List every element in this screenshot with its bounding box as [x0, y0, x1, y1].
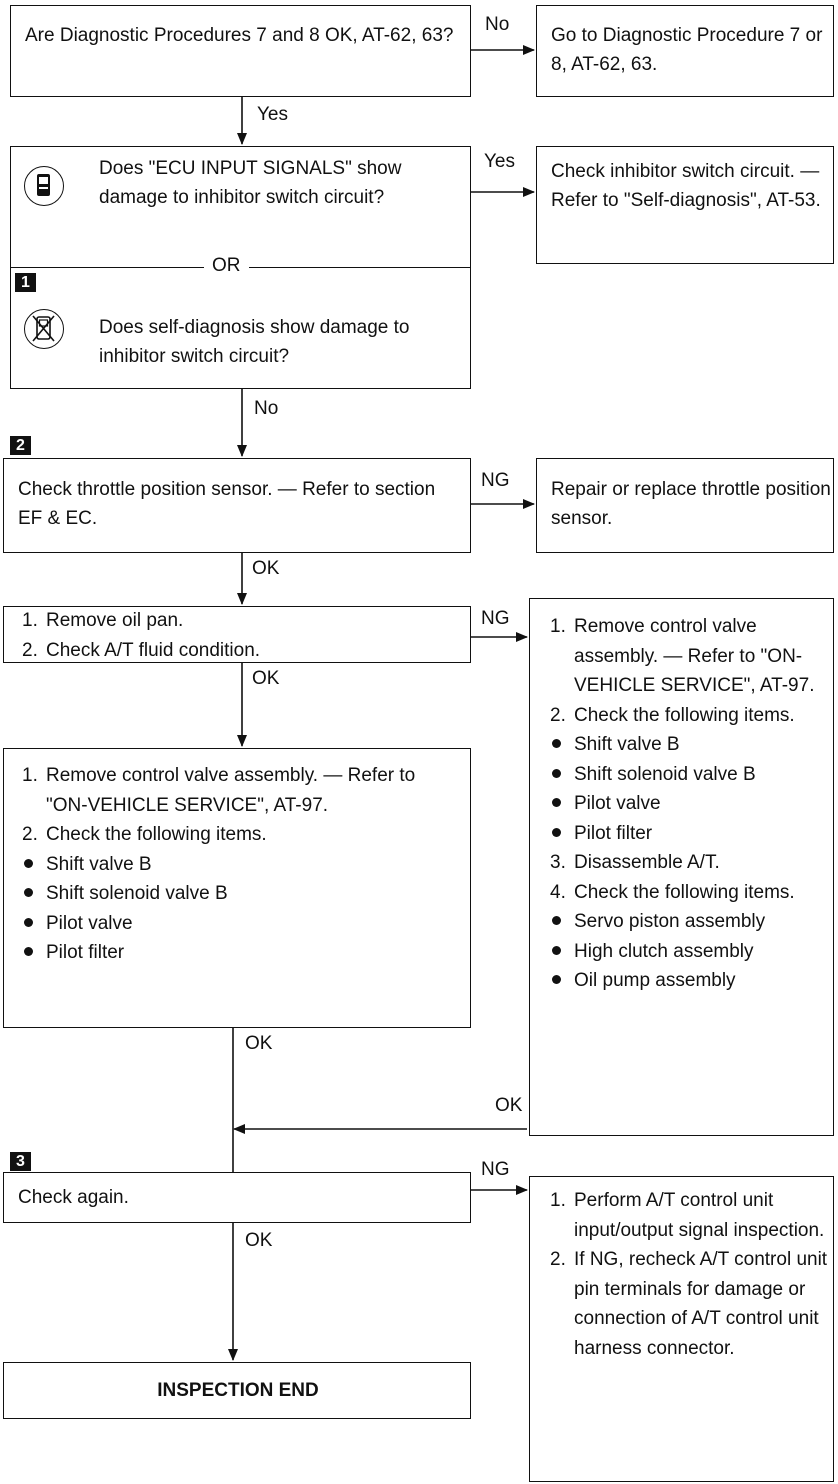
- step-number-1: 1: [15, 273, 36, 292]
- label-ok: OK: [245, 1033, 273, 1054]
- list-item: Oil pump assembly: [550, 966, 832, 996]
- list-item: Pilot filter: [550, 819, 832, 849]
- list-item: 2.Check the following items.: [550, 704, 795, 726]
- list-item: 3.Disassemble A/T.: [550, 852, 720, 873]
- decision-text-self-diagnosis: Does self-diagnosis show damage to inhib…: [99, 317, 410, 367]
- decision-text-ecu: Does "ECU INPUT SIGNALS" show damage to …: [99, 158, 402, 208]
- or-label: OR: [204, 255, 249, 277]
- inspection-end: INSPECTION END: [3, 1362, 471, 1419]
- check-oil-pan-fluid: 1.Remove oil pan. 2.Check A/T fluid cond…: [3, 606, 471, 663]
- list-item: High clutch assembly: [550, 937, 832, 967]
- step-number-3: 3: [10, 1152, 31, 1171]
- label-yes: Yes: [257, 104, 288, 125]
- no-tester-icon: [24, 309, 64, 349]
- result-text: Go to Diagnostic Procedure 7 or 8, AT-62…: [551, 25, 823, 75]
- list-item: Shift valve B: [22, 850, 462, 880]
- decision-text: Are Diagnostic Procedures 7 and 8 OK, AT…: [25, 25, 454, 46]
- list-item: Shift solenoid valve B: [22, 879, 462, 909]
- list-item: 2.If NG, recheck A/T control unit pin te…: [550, 1249, 828, 1359]
- label-ok: OK: [495, 1095, 523, 1116]
- list-item: 2.Check A/T fluid condition.: [22, 639, 261, 661]
- check-text: Check throttle position sensor. — Refer …: [18, 479, 436, 529]
- label-no: No: [485, 14, 510, 35]
- list-item: 1.Perform A/T control unit input/output …: [550, 1190, 825, 1241]
- list-item: 4.Check the following items.: [550, 881, 795, 903]
- list-item: Pilot valve: [550, 789, 832, 819]
- end-text: INSPECTION END: [157, 1380, 319, 1401]
- label-ok: OK: [252, 668, 280, 689]
- label-ng: NG: [481, 470, 510, 491]
- result-go-to-procedure: Go to Diagnostic Procedure 7 or 8, AT-62…: [536, 5, 834, 97]
- decision-inhibitor-switch: Does "ECU INPUT SIGNALS" show damage to …: [10, 146, 471, 389]
- check-text: Check again.: [18, 1187, 129, 1208]
- list-item: 1.Remove control valve assembly. — Refer…: [550, 616, 815, 696]
- result-perform-inspection: 1.Perform A/T control unit input/output …: [529, 1176, 834, 1482]
- check-control-valve: 1.Remove control valve assembly. — Refer…: [3, 748, 471, 1028]
- label-ng: NG: [481, 608, 510, 629]
- result-text: Check inhibitor switch circuit. — Refer …: [551, 161, 821, 211]
- check-again: Check again.: [3, 1172, 471, 1223]
- step-number-2: 2: [10, 436, 31, 455]
- list-item: Servo piston assembly: [550, 907, 832, 937]
- label-no: No: [254, 398, 279, 419]
- list-item: 1.Remove oil pan.: [22, 610, 184, 631]
- label-ok: OK: [252, 558, 280, 579]
- result-disassemble-check: 1.Remove control valve assembly. — Refer…: [529, 598, 834, 1136]
- result-text: Repair or replace throttle position sens…: [551, 479, 831, 529]
- label-ok: OK: [245, 1230, 273, 1251]
- list-item: Pilot filter: [22, 938, 462, 968]
- list-item: Shift solenoid valve B: [550, 760, 832, 790]
- list-item: Pilot valve: [22, 909, 462, 939]
- result-check-inhibitor-circuit: Check inhibitor switch circuit. — Refer …: [536, 146, 834, 264]
- label-ng: NG: [481, 1159, 510, 1180]
- decision-procedures-7-8: Are Diagnostic Procedures 7 and 8 OK, AT…: [10, 5, 471, 97]
- label-yes: Yes: [484, 151, 515, 172]
- consult-tester-icon: [24, 166, 64, 206]
- list-item: 2.Check the following items.: [22, 824, 267, 845]
- result-repair-throttle-sensor: Repair or replace throttle position sens…: [536, 458, 834, 553]
- list-item: 1.Remove control valve assembly. — Refer…: [22, 765, 416, 816]
- check-throttle-sensor: Check throttle position sensor. — Refer …: [3, 458, 471, 553]
- list-item: Shift valve B: [550, 730, 832, 760]
